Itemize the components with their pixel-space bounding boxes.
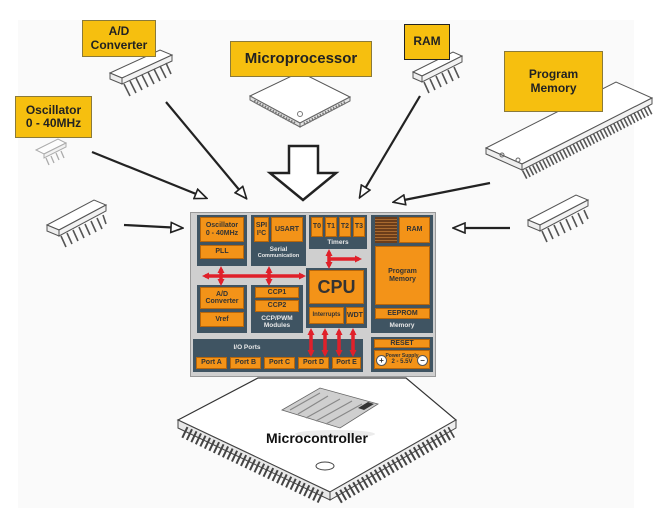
die-ad-l2: Converter [205,298,239,305]
label-ad-line1: A/D [108,24,130,39]
serial-cap-l2: Communication [257,253,300,260]
arrow-ram [360,95,421,197]
die-ccp1: CCP1 [255,287,299,298]
microprocessor-chip-icon [248,71,352,128]
microcontroller-package-icon [176,377,458,504]
die-interrupts: Interrupts [309,307,344,324]
timers-block: T0 T1 T2 T3 Timers [309,215,367,249]
microcontroller-label: Microcontroller [266,430,368,446]
ad-converter-chip-icon [108,49,174,97]
die-ccp2: CCP2 [255,300,299,312]
io-caption: I/O Ports [233,344,261,351]
die-ram: RAM [399,217,430,243]
die-osc-l1: Oscillator [205,222,239,230]
die-usart: USART [271,217,303,242]
die-port-d: Port D [298,357,329,369]
die-spi: SPI [255,222,268,230]
cpu-block: CPU Interrupts WDT [306,268,367,328]
right-dip-chip-icon [526,194,590,243]
die-osc-l2: 0 - 40MHz [205,229,239,237]
die-pm-l2: Memory [389,275,416,283]
die-vref: Vref [200,312,244,327]
die-ps-l2: 2 - 5.5V [391,358,413,365]
die-port-e: Port E [332,357,361,369]
die-i2c: I²C [256,229,267,237]
die-port-b: Port B [230,357,261,369]
die-port-c: Port C [264,357,295,369]
label-ram: RAM [404,24,450,60]
ccp-cap-l1: CCP/PWM [261,315,293,322]
die-reset: RESET [374,339,430,348]
label-ad-line2: Converter [90,37,148,52]
timers-caption: Timers [327,239,349,246]
arrow-ad-converter [165,101,246,198]
die-ps-l1: Power Supply [385,352,419,359]
minus-icon: − [417,355,428,366]
die-wdt: WDT [346,307,364,324]
die-timer-t0: T0 [311,217,323,237]
label-osc-line2: 0 - 40MHz [25,116,82,130]
arrow-oscillator [91,150,206,198]
memory-caption: Memory [389,322,415,329]
label-osc-line1: Oscillator [25,102,82,117]
die-timer-t2: T2 [339,217,351,237]
big-down-arrow [266,144,340,202]
die-pll: PLL [200,245,244,259]
program-memory-chip-icon [484,81,655,179]
die-ad-l1: A/D [215,290,229,298]
die-pm-l1: Program [388,268,417,276]
die-timer-t1: T1 [325,217,337,237]
die-timer-t3: T3 [353,217,365,237]
memory-texture [375,217,397,243]
die-cpu: CPU [309,270,364,304]
bus-arrows [202,249,362,357]
label-pm-line1: Program [528,67,579,82]
io-ports-block: I/O Ports Port A Port B Port C Port D Po… [193,339,363,372]
die-eeprom: EEPROM [375,308,430,319]
left-dip-chip-icon [45,199,108,248]
oscillator-chip-icon [34,138,68,166]
ccp-cap-l2: Modules [263,322,291,330]
serial-cap-l1: Serial [269,246,288,253]
arrow-program-memory [394,181,491,202]
label-pm-line2: Memory [530,80,577,95]
plus-icon: + [376,355,387,366]
label-microprocessor: Microprocessor [230,41,372,77]
arrow-left-chip [123,225,182,228]
die-port-a: Port A [196,357,227,369]
